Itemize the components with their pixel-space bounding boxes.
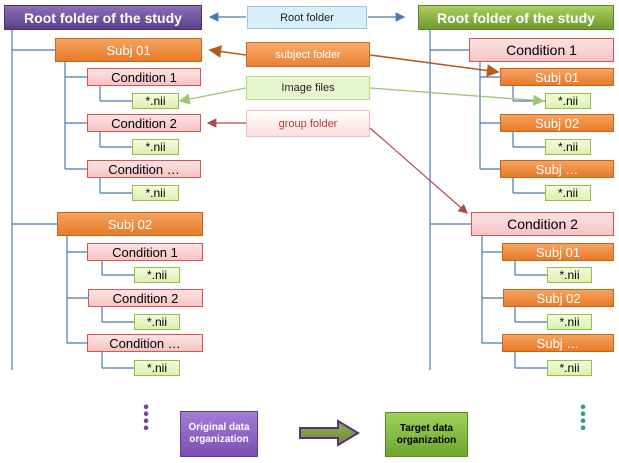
left-image-file: *.nii [132,185,179,201]
right-condition-folder: Condition 2 [471,212,614,236]
left-subject-folder: Subj 02 [57,212,203,236]
subject-arrow-right [369,54,500,77]
right-continuation-dots: •••• [580,399,586,437]
image-arrow-left [178,87,247,105]
left-condition-folder: Condition … [87,334,203,352]
left-image-file: *.nii [134,267,180,283]
image-arrow-right [369,87,545,106]
right-tree-lines [429,30,547,370]
left-image-file: *.nii [132,139,179,155]
right-image-file: *.nii [547,314,592,330]
left-condition-folder: Condition 2 [87,114,201,132]
legend-root-folder: Root folder [247,6,367,29]
transform-arrow [299,419,360,447]
group-arrow-right [369,127,468,214]
left-condition-folder: Condition … [87,160,201,178]
left-condition-folder: Condition 1 [87,243,203,261]
right-subject-folder: Subj … [502,334,614,352]
left-image-file: *.nii [134,360,180,376]
left-tree-lines [11,30,134,370]
left-subject-folder: Subj 01 [55,38,202,62]
left-condition-folder: Condition 2 [88,289,203,307]
right-image-file: *.nii [545,93,591,109]
right-image-file: *.nii [547,360,592,376]
right-subject-folder: Subj 01 [500,68,614,86]
right-subject-folder: Subj 02 [500,114,614,132]
right-image-file: *.nii [547,267,592,283]
right-subject-folder: Subj 02 [503,289,614,307]
target-organization-label: Target data organization [385,412,468,457]
original-organization-label: Original data organization [180,411,258,457]
legend-image-files: Image files [246,76,370,100]
left-condition-folder: Condition 1 [87,68,201,86]
left-root-folder: Root folder of the study [4,5,202,30]
right-image-file: *.nii [545,185,591,201]
left-image-file: *.nii [134,314,180,330]
left-continuation-dots: •••• [143,399,149,437]
right-image-file: *.nii [545,139,591,155]
right-root-folder: Root folder of the study [418,5,614,30]
legend-subject-folder: subject folder [246,42,370,67]
left-image-file: *.nii [132,93,179,109]
right-subject-folder: Subj … [500,160,614,178]
right-subject-folder: Subj 01 [502,243,614,261]
subject-arrow-left [208,45,247,58]
legend-group-folder: group folder [246,110,370,137]
right-condition-folder: Condition 1 [469,38,614,62]
